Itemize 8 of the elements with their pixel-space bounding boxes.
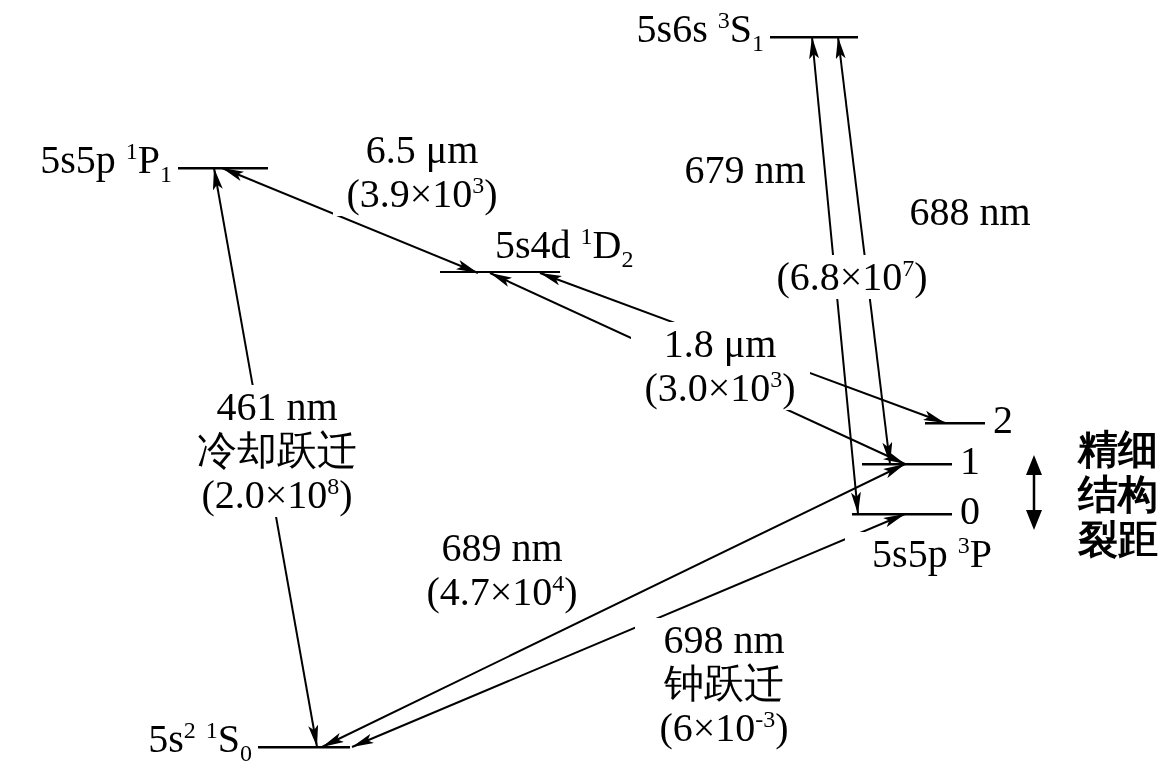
edge-label: 1.8 μm (3.0×10$^{3}$) <box>630 322 810 410</box>
level-label: 0 <box>960 494 980 528</box>
level-label: 5s$^{2}$ $^{1}$S$_{0}$ <box>148 717 252 761</box>
level-label: 5s6s $^{3}$S$_{1}$ <box>636 7 764 51</box>
level-label: 2 <box>993 403 1013 437</box>
level-label: 1 <box>960 444 980 478</box>
level-label: 5s4d $^{1}$D$_{2}$ <box>495 223 634 267</box>
level-label: 5s5p $^{1}$P$_{1}$ <box>40 138 172 182</box>
